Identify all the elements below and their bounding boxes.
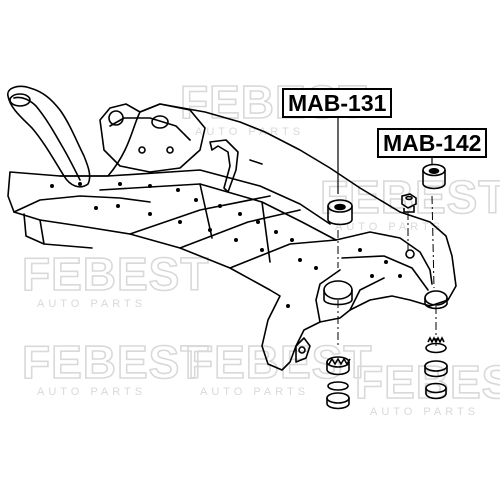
svg-text:FEBEST: FEBEST [355, 356, 500, 408]
watermark-febest-6: FEBEST AUTO PARTS [354, 355, 500, 418]
svg-text:FEBEST: FEBEST [22, 336, 209, 388]
svg-text:AUTO PARTS: AUTO PARTS [200, 386, 309, 398]
right-mount-cup [424, 290, 448, 306]
watermark-febest-3: FEBEST AUTO PARTS [21, 247, 209, 310]
stabilizer-rod [209, 139, 239, 193]
rod-tip [249, 159, 263, 165]
exploded-parts [326, 163, 448, 410]
align-line-142 [431, 195, 437, 346]
frame-outline [7, 103, 457, 371]
lower-stack-right [424, 336, 448, 400]
svg-text:FEBEST: FEBEST [185, 336, 372, 388]
svg-text:FEBEST: FEBEST [22, 248, 209, 300]
watermark-febest-5: FEBEST AUTO PARTS [184, 335, 372, 398]
raised-pod [99, 103, 206, 173]
svg-text:AUTO PARTS: AUTO PARTS [37, 386, 146, 398]
svg-text:AUTO PARTS: AUTO PARTS [37, 298, 146, 310]
bushing-mab-142 [422, 163, 446, 190]
alignment-lines [337, 195, 437, 346]
pod-hole [108, 110, 124, 126]
lower-stack-left [326, 356, 351, 410]
hex-nut [401, 193, 417, 213]
left-arm [7, 85, 91, 188]
subframe [7, 85, 457, 371]
left-arm-hole [9, 93, 31, 107]
frame-holes [50, 182, 402, 308]
left-mount-cup [323, 280, 353, 300]
watermark-group: FEBEST AUTO PARTS FEBEST AUTO PARTS FEBE… [21, 75, 500, 418]
watermark-febest-4: FEBEST AUTO PARTS [21, 335, 209, 398]
part-label-mab-142: MAB-142 [377, 128, 488, 158]
svg-text:AUTO PARTS: AUTO PARTS [195, 126, 304, 138]
svg-text:AUTO PARTS: AUTO PARTS [370, 406, 479, 418]
bushing-mab-131 [327, 199, 353, 226]
svg-text:AUTO PARTS: AUTO PARTS [335, 221, 444, 233]
front-crossmember [13, 195, 151, 213]
part-label-mab-131: MAB-131 [282, 88, 393, 118]
frame-stud [405, 249, 415, 259]
